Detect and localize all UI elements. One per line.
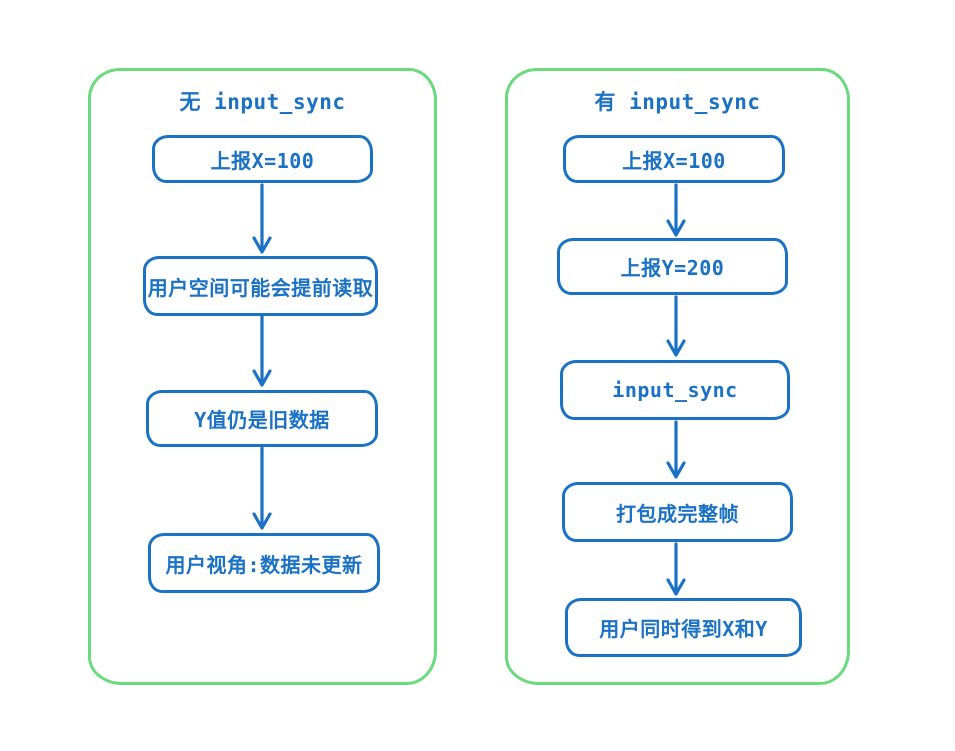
flow-node-report-x-right: 上报X=100 — [563, 135, 785, 183]
flow-node-report-y: 上报Y=200 — [557, 238, 788, 295]
flow-node-userspace-early-read: 用户空间可能会提前读取 — [143, 256, 378, 316]
panel-title-with-input-sync: 有 input_sync — [594, 90, 761, 114]
flow-node-user-gets-x-and-y: 用户同时得到X和Y — [565, 598, 802, 657]
flow-node-user-view-not-updated: 用户视角:数据未更新 — [148, 533, 380, 593]
panel-with-input-sync — [505, 68, 850, 685]
arrow-down-icon — [666, 295, 686, 357]
flow-node-y-still-old: Y值仍是旧数据 — [146, 390, 378, 447]
arrow-down-icon — [666, 420, 686, 479]
arrow-down-icon — [666, 183, 686, 237]
arrow-down-icon — [252, 183, 272, 254]
flow-node-pack-full-frame: 打包成完整帧 — [562, 482, 793, 542]
flow-node-input-sync: input_sync — [560, 360, 790, 420]
arrow-down-icon — [252, 446, 272, 530]
panel-title-without-input-sync: 无 input_sync — [179, 90, 346, 114]
panel-without-input-sync — [88, 68, 437, 685]
flow-node-report-x-left: 上报X=100 — [152, 135, 373, 183]
arrow-down-icon — [666, 542, 686, 596]
arrow-down-icon — [252, 314, 272, 387]
